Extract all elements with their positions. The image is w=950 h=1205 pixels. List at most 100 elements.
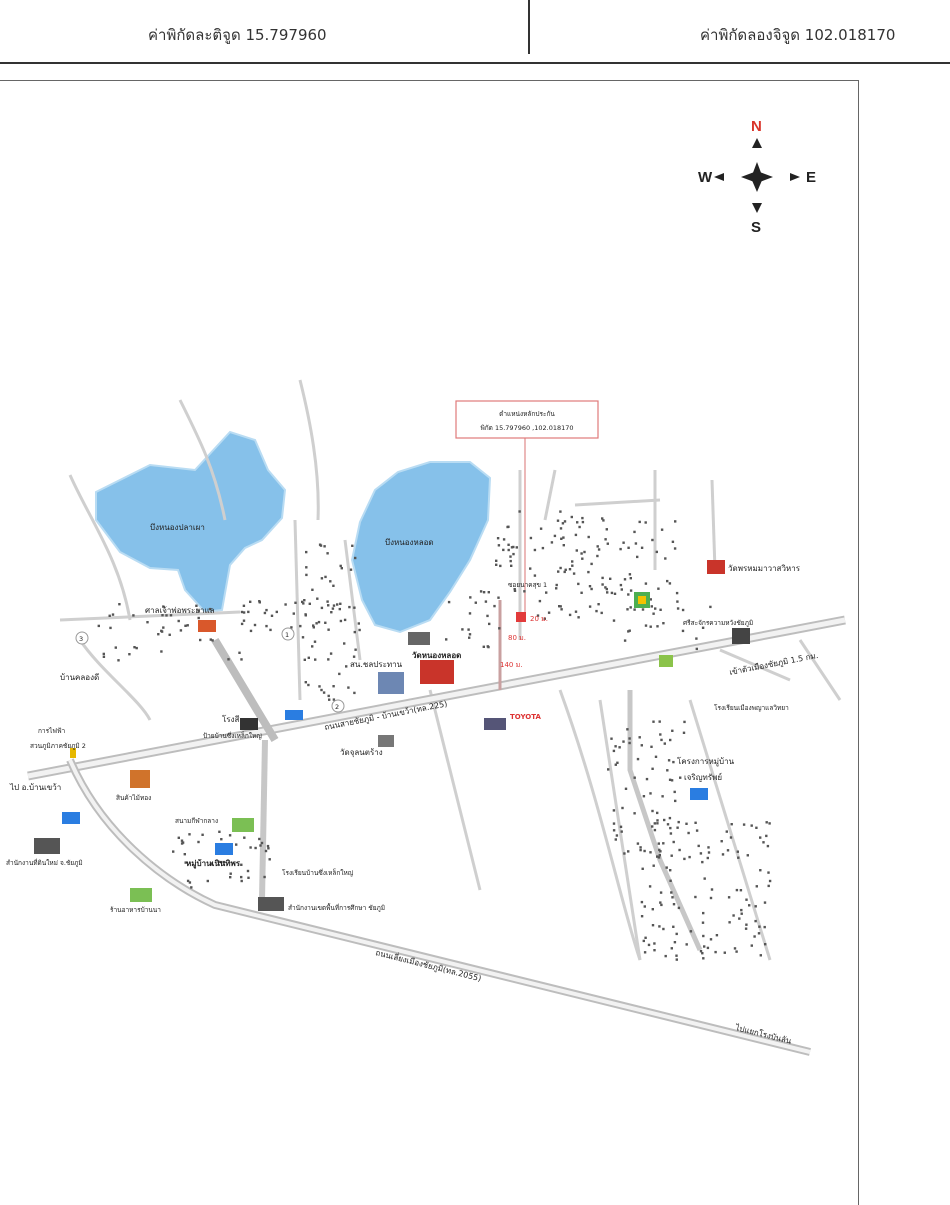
shrine-label: ศาลเจ้าพ่อพระยาแล: [145, 606, 215, 615]
house-dot: [695, 829, 699, 832]
house-dot: [353, 630, 356, 634]
house-dot: [657, 842, 660, 845]
house-dot: [627, 850, 630, 853]
house-dot: [671, 896, 674, 899]
house-dot: [339, 619, 343, 623]
house-dot: [666, 769, 669, 772]
house-dot: [496, 537, 500, 540]
longitude-label: ค่าพิกัดลองจิจูด 102.018170: [700, 26, 896, 44]
house-dot: [676, 826, 679, 829]
house-dot: [512, 552, 515, 556]
side-road: [211, 637, 279, 743]
house-dot: [723, 951, 726, 954]
house-dot: [270, 614, 274, 617]
house-dot: [336, 603, 339, 606]
house-dot: [260, 841, 264, 845]
house-dot: [644, 936, 647, 939]
house-dot: [675, 932, 678, 936]
house-dot: [607, 768, 610, 771]
house-dot: [512, 545, 515, 549]
house-dot: [571, 560, 574, 563]
house-dot: [748, 904, 751, 907]
house-dot: [653, 949, 656, 952]
house-dot: [715, 934, 719, 937]
house-dot: [556, 519, 560, 522]
house-dot: [614, 763, 617, 766]
house-dot: [315, 622, 318, 625]
house-dot: [649, 792, 652, 795]
house-dot: [669, 738, 672, 742]
house-dot: [292, 612, 295, 615]
soi-label: ซอยนาคสุข 1: [508, 581, 547, 589]
house-dot: [640, 915, 644, 918]
house-dot: [502, 538, 506, 541]
house-dot: [649, 598, 652, 601]
dist-3: 140 ม.: [500, 661, 522, 669]
house-dot: [533, 574, 537, 577]
house-dot: [322, 691, 326, 694]
house-dot: [674, 799, 677, 803]
house-dot: [685, 943, 688, 946]
factory-label: โรงสี: [222, 714, 240, 724]
house-dot: [550, 541, 554, 544]
park-label: สวนภูมิภาคชัยภูมิ 2: [30, 742, 86, 750]
house-dot: [745, 923, 748, 926]
house-dot: [702, 911, 705, 915]
house-dot: [714, 950, 717, 954]
house-dot: [672, 840, 675, 844]
house-dot: [689, 930, 693, 933]
house-dot: [702, 957, 705, 960]
house-dot: [601, 583, 604, 586]
house-dot: [658, 854, 661, 857]
house-dot: [347, 686, 350, 689]
house-dot: [320, 606, 324, 610]
house-dot: [701, 860, 704, 864]
house-dot: [720, 840, 723, 843]
house-dot: [669, 869, 672, 872]
house-dot: [543, 617, 546, 620]
house-dot: [745, 898, 748, 901]
house-dot: [641, 608, 645, 611]
house-dot: [662, 842, 665, 845]
house-dot: [721, 853, 725, 856]
house-dot: [629, 606, 632, 609]
house-dot: [657, 856, 661, 859]
house-dot: [659, 608, 662, 611]
school-icon: [659, 655, 673, 667]
house-dot: [513, 588, 516, 591]
house-dot: [659, 891, 663, 894]
house-dot: [694, 895, 697, 899]
house-dot: [658, 848, 661, 852]
house-dot: [668, 778, 672, 781]
house-dot: [343, 642, 346, 645]
house-dot: [671, 729, 674, 732]
house-dot: [726, 849, 730, 852]
coordinate-header: ค่าพิกัดละติจูด 15.797960 ค่าพิกัดลองจิจ…: [0, 0, 950, 64]
house-dot: [259, 844, 262, 847]
house-dot: [651, 538, 654, 542]
house-dot: [604, 538, 607, 541]
house-dot: [676, 600, 679, 603]
house-dot: [469, 596, 472, 599]
house-dot: [332, 604, 336, 607]
temple-icon: [420, 660, 454, 684]
house-dot: [610, 591, 614, 595]
house-dot: [677, 906, 681, 910]
house-dot: [358, 628, 361, 632]
house-dot: [601, 576, 604, 580]
house-dot: [639, 846, 642, 849]
house-dot: [197, 609, 200, 612]
house-dot: [558, 605, 561, 608]
house-dot: [304, 681, 307, 684]
house-dot: [595, 609, 598, 613]
house-dot: [623, 578, 627, 581]
house-dot: [662, 622, 665, 625]
house-dot: [320, 688, 323, 692]
house-dot: [652, 864, 655, 867]
house-dot: [240, 879, 243, 883]
house-dot: [763, 901, 767, 904]
house-dot: [235, 843, 238, 846]
house-dot: [563, 520, 567, 523]
building-icon: [408, 632, 430, 645]
house-dot: [612, 822, 616, 825]
